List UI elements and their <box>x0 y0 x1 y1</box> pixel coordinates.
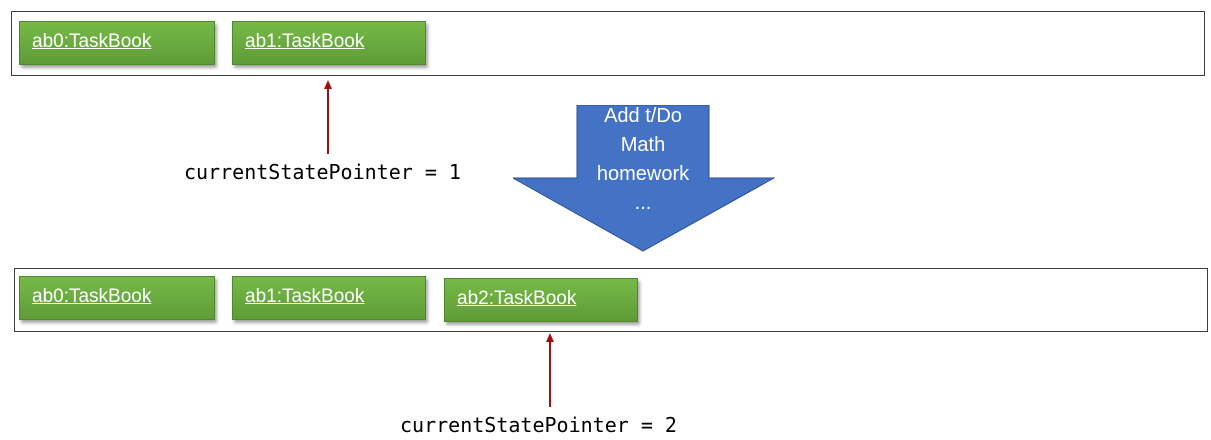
state-ab0-after: ab0:TaskBook <box>19 276 215 320</box>
command-line-3: homework <box>596 163 690 185</box>
current-state-pointer-label-before: currentStatePointer = 1 <box>184 160 461 184</box>
state-ab2-after: ab2:TaskBook <box>444 278 638 322</box>
command-line-1: Add t/Do <box>604 105 682 127</box>
command-down-arrow-icon <box>513 105 775 252</box>
current-state-pointer-label-after: currentStatePointer = 2 <box>400 413 677 437</box>
command-line-2: Math <box>620 134 666 156</box>
command-line-4: ... <box>634 192 652 214</box>
pointer-arrowhead-after <box>546 333 554 342</box>
pointer-arrowhead-before <box>324 80 332 89</box>
state-ab0-before: ab0:TaskBook <box>19 21 215 65</box>
pointer-line-after <box>549 341 551 407</box>
state-ab1-after: ab1:TaskBook <box>232 276 426 320</box>
pointer-line-before <box>327 88 329 154</box>
state-ab1-before: ab1:TaskBook <box>232 21 426 65</box>
